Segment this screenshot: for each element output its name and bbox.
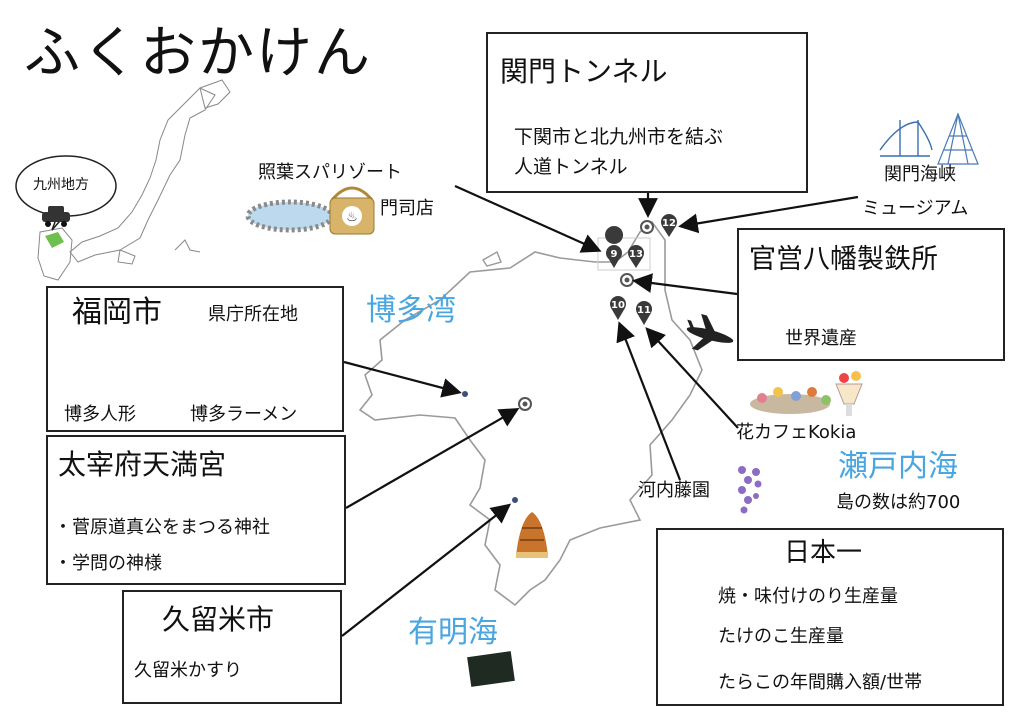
yahata-dot-inner	[624, 277, 630, 283]
callout-arrows	[341, 184, 859, 637]
tunnel-title: 関門トンネル	[500, 55, 668, 88]
kyushu-label: 九州地方	[33, 177, 89, 193]
nihon-ichi-item-3: たらこの年間購入額/世帯	[718, 672, 923, 693]
onsen-basket-icon: ♨	[329, 186, 375, 235]
nihon-ichi-title: 日本一	[784, 538, 863, 568]
flower-cafe-icon	[750, 387, 831, 414]
dazaifu-callout: 太宰府天満宮 ・菅原道真公をまつる神社 ・学問の神様	[46, 435, 346, 585]
arrow-spa	[454, 184, 602, 253]
nihon-ichi-callout: 日本一 焼・味付けのり生産量 たけのこ生産量 たらこの年間購入額/世帯	[656, 528, 1004, 706]
hakata-ramen-label: 博多ラーメン	[190, 404, 298, 425]
seto-islands-label: 島の数は約700	[836, 492, 961, 513]
museum-label-2: ミュージアム	[862, 198, 969, 219]
dazaifu-title: 太宰府天満宮	[58, 448, 227, 481]
arrow-fukuoka	[343, 360, 462, 398]
cafe-kokia-label: 花カフェKokia	[736, 422, 857, 443]
tunnel-dot-inner	[644, 224, 650, 230]
bamboo-shoot-icon	[516, 512, 548, 558]
kurume-callout: 久留米市 久留米かすり	[122, 590, 342, 704]
japan-inset-map	[37, 79, 231, 281]
steel-works-title: 官営八幡製鉄所	[749, 244, 938, 275]
museum-label-1: 関門海峡	[884, 164, 956, 185]
steel-works-callout: 官営八幡製鉄所 世界遺産	[737, 228, 1005, 361]
marker-10-label: 10	[611, 300, 625, 311]
marker-12-label: 12	[662, 218, 676, 229]
arrow-cafe	[645, 327, 739, 429]
arrow-museum	[678, 195, 859, 234]
hakata-bay-label: 博多湾	[366, 293, 456, 328]
marker-pin-9[interactable]: 9	[605, 226, 624, 268]
arrow-dazaifu	[345, 408, 520, 509]
airplane-icon	[686, 313, 734, 351]
hakata-doll-label: 博多人形	[64, 404, 136, 425]
tunnel-desc-2: 人道トンネル	[514, 156, 628, 178]
spa-pool-icon	[245, 199, 335, 233]
marker-9-label: 9	[611, 249, 618, 260]
fukuoka-prefecture-outline	[358, 220, 703, 607]
kurume-title: 久留米市	[162, 603, 275, 636]
car-icon	[42, 206, 70, 227]
dazaifu-bullet-2: ・学問の神様	[54, 553, 162, 574]
bridge-icon	[879, 120, 933, 157]
parfait-icon	[835, 371, 863, 416]
marker-11-label: 11	[637, 305, 651, 316]
dazaifu-bullet-1: ・菅原道真公をまつる神社	[54, 517, 270, 538]
spa-label-1: 照葉スパリゾート	[258, 162, 402, 183]
svg-text:♨: ♨	[346, 210, 358, 225]
fukuoka-city-dot	[462, 391, 468, 397]
ariake-sea-label: 有明海	[408, 615, 498, 650]
marker-13-label: 13	[629, 249, 643, 260]
dazaifu-dot-inner	[522, 401, 528, 407]
spa-label-2: 門司店	[380, 198, 434, 219]
fukuoka-city-sub: 県庁所在地	[208, 304, 298, 325]
marker-pin-11[interactable]: 11	[636, 301, 652, 325]
arrow-fuji	[616, 321, 682, 481]
seto-sea-label: 瀬戸内海	[838, 449, 958, 484]
fukuoka-city-callout: 福岡市 県庁所在地 博多人形 博多ラーメン	[46, 286, 344, 432]
fukuoka-city-title: 福岡市	[72, 295, 162, 330]
nihon-ichi-item-1: 焼・味付けのり生産量	[718, 586, 898, 607]
wisteria-icon	[738, 466, 762, 514]
fukuoka-inset-highlight	[45, 232, 64, 248]
steel-works-sub: 世界遺産	[785, 328, 857, 349]
arrow-kurume	[341, 503, 512, 637]
kawachi-fuji-label: 河内藤園	[638, 480, 710, 501]
marker-pin-10[interactable]: 10	[610, 296, 626, 320]
tunnel-callout: 関門トンネル 下関市と北九州市を結ぶ 人道トンネル	[486, 32, 808, 193]
museum-tower-icon	[937, 112, 979, 165]
kurume-kasuri-label: 久留米かすり	[134, 660, 242, 681]
arrow-steel	[632, 273, 738, 296]
kurume-dot	[512, 497, 518, 503]
nihon-ichi-item-2: たけのこ生産量	[718, 626, 844, 647]
spa-marker-frame	[597, 237, 651, 271]
marker-pin-13[interactable]: 13	[628, 245, 644, 268]
page-title: ふくおかけん	[24, 21, 372, 86]
nori-icon-ariake	[467, 651, 515, 687]
island-islet	[482, 250, 502, 267]
tunnel-desc-1: 下関市と北九州市を結ぶ	[514, 126, 724, 148]
marker-pin-12[interactable]: 12	[661, 214, 677, 237]
